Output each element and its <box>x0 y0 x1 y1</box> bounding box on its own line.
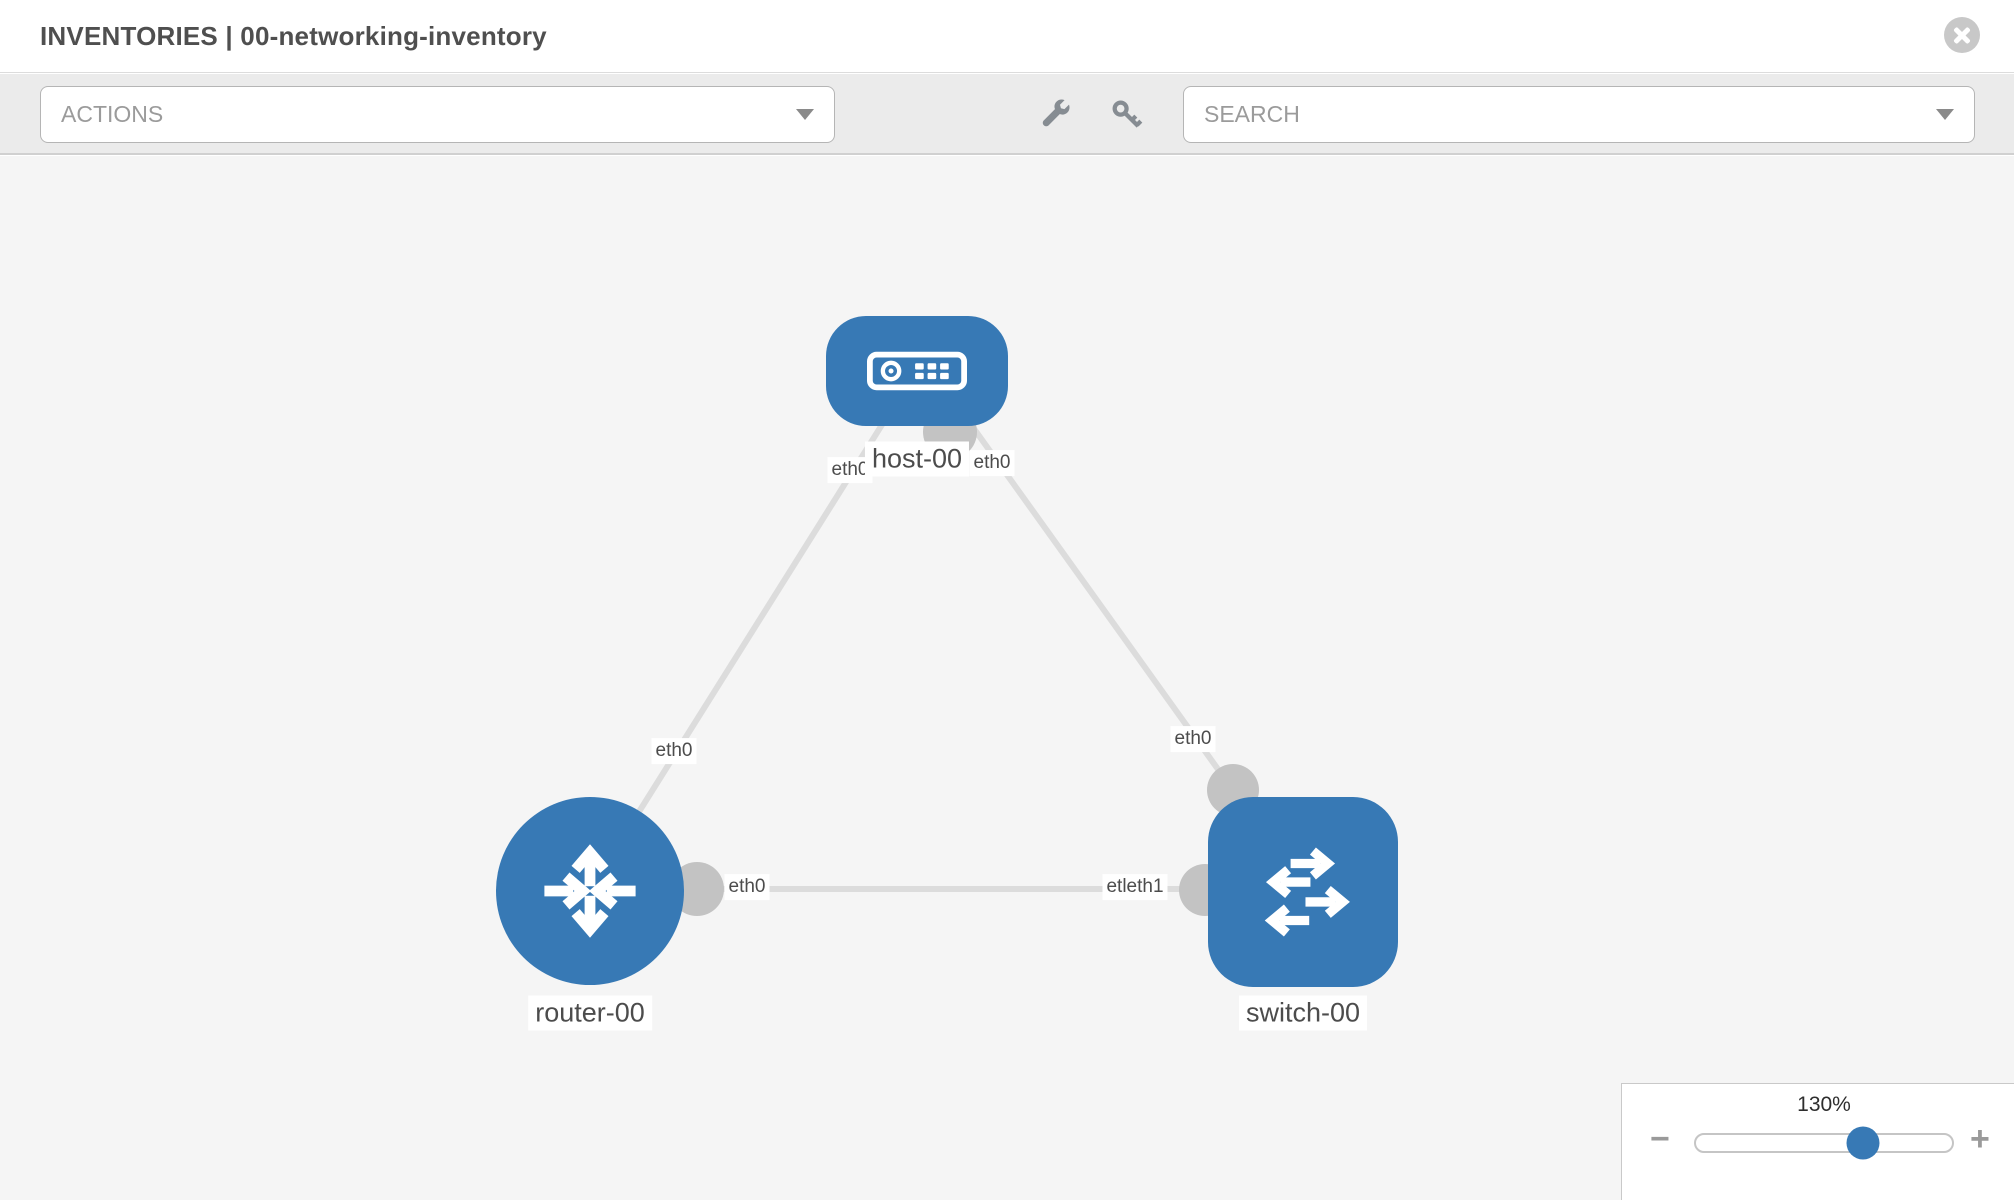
link-host-router[interactable] <box>617 410 893 844</box>
search-dropdown[interactable]: SEARCH <box>1183 86 1975 143</box>
toolbar: ACTIONS SEARCH <box>0 74 2014 155</box>
topology-canvas[interactable]: eth0 eth0 eth0 eth0 eth0 etleth1 host-00… <box>0 156 2014 1200</box>
node-label-router-00: router-00 <box>528 995 652 1031</box>
iface-label: etleth1 <box>1102 874 1168 900</box>
close-icon[interactable] <box>1944 17 1980 53</box>
node-host-00[interactable] <box>826 316 1008 426</box>
iface-label: eth0 <box>651 738 697 764</box>
chevron-down-icon <box>1936 109 1954 120</box>
wrench-icon[interactable] <box>1040 98 1074 132</box>
node-label-host-00: host-00 <box>864 441 970 477</box>
actions-dropdown[interactable]: ACTIONS <box>40 86 835 143</box>
router-arrows-icon <box>544 844 636 938</box>
node-router-00[interactable] <box>496 797 684 985</box>
server-icon <box>867 351 967 391</box>
interface-connector[interactable] <box>670 862 724 916</box>
page-title: INVENTORIES | 00-networking-inventory <box>40 20 547 51</box>
actions-dropdown-label: ACTIONS <box>61 101 164 127</box>
zoom-level-value: 130% <box>1797 1093 1851 1116</box>
zoom-slider-handle[interactable] <box>1846 1126 1880 1160</box>
switch-arrows-icon <box>1264 847 1350 937</box>
search-dropdown-placeholder: SEARCH <box>1204 101 1300 127</box>
iface-label: eth0 <box>1170 726 1216 752</box>
iface-label: eth0 <box>969 450 1015 476</box>
iface-label: eth0 <box>724 874 770 900</box>
header-bar: INVENTORIES | 00-networking-inventory <box>0 0 2014 73</box>
zoom-out-button[interactable]: − <box>1650 1120 1670 1158</box>
zoom-in-button[interactable]: + <box>1970 1120 1990 1158</box>
node-switch-00[interactable] <box>1208 797 1398 987</box>
toolbar-tools <box>1040 86 1144 143</box>
zoom-control-panel: 130% − + <box>1621 1083 2014 1200</box>
chevron-down-icon <box>796 109 814 120</box>
key-icon[interactable] <box>1110 98 1144 132</box>
node-label-switch-00: switch-00 <box>1238 995 1368 1031</box>
zoom-slider[interactable] <box>1694 1126 1954 1160</box>
